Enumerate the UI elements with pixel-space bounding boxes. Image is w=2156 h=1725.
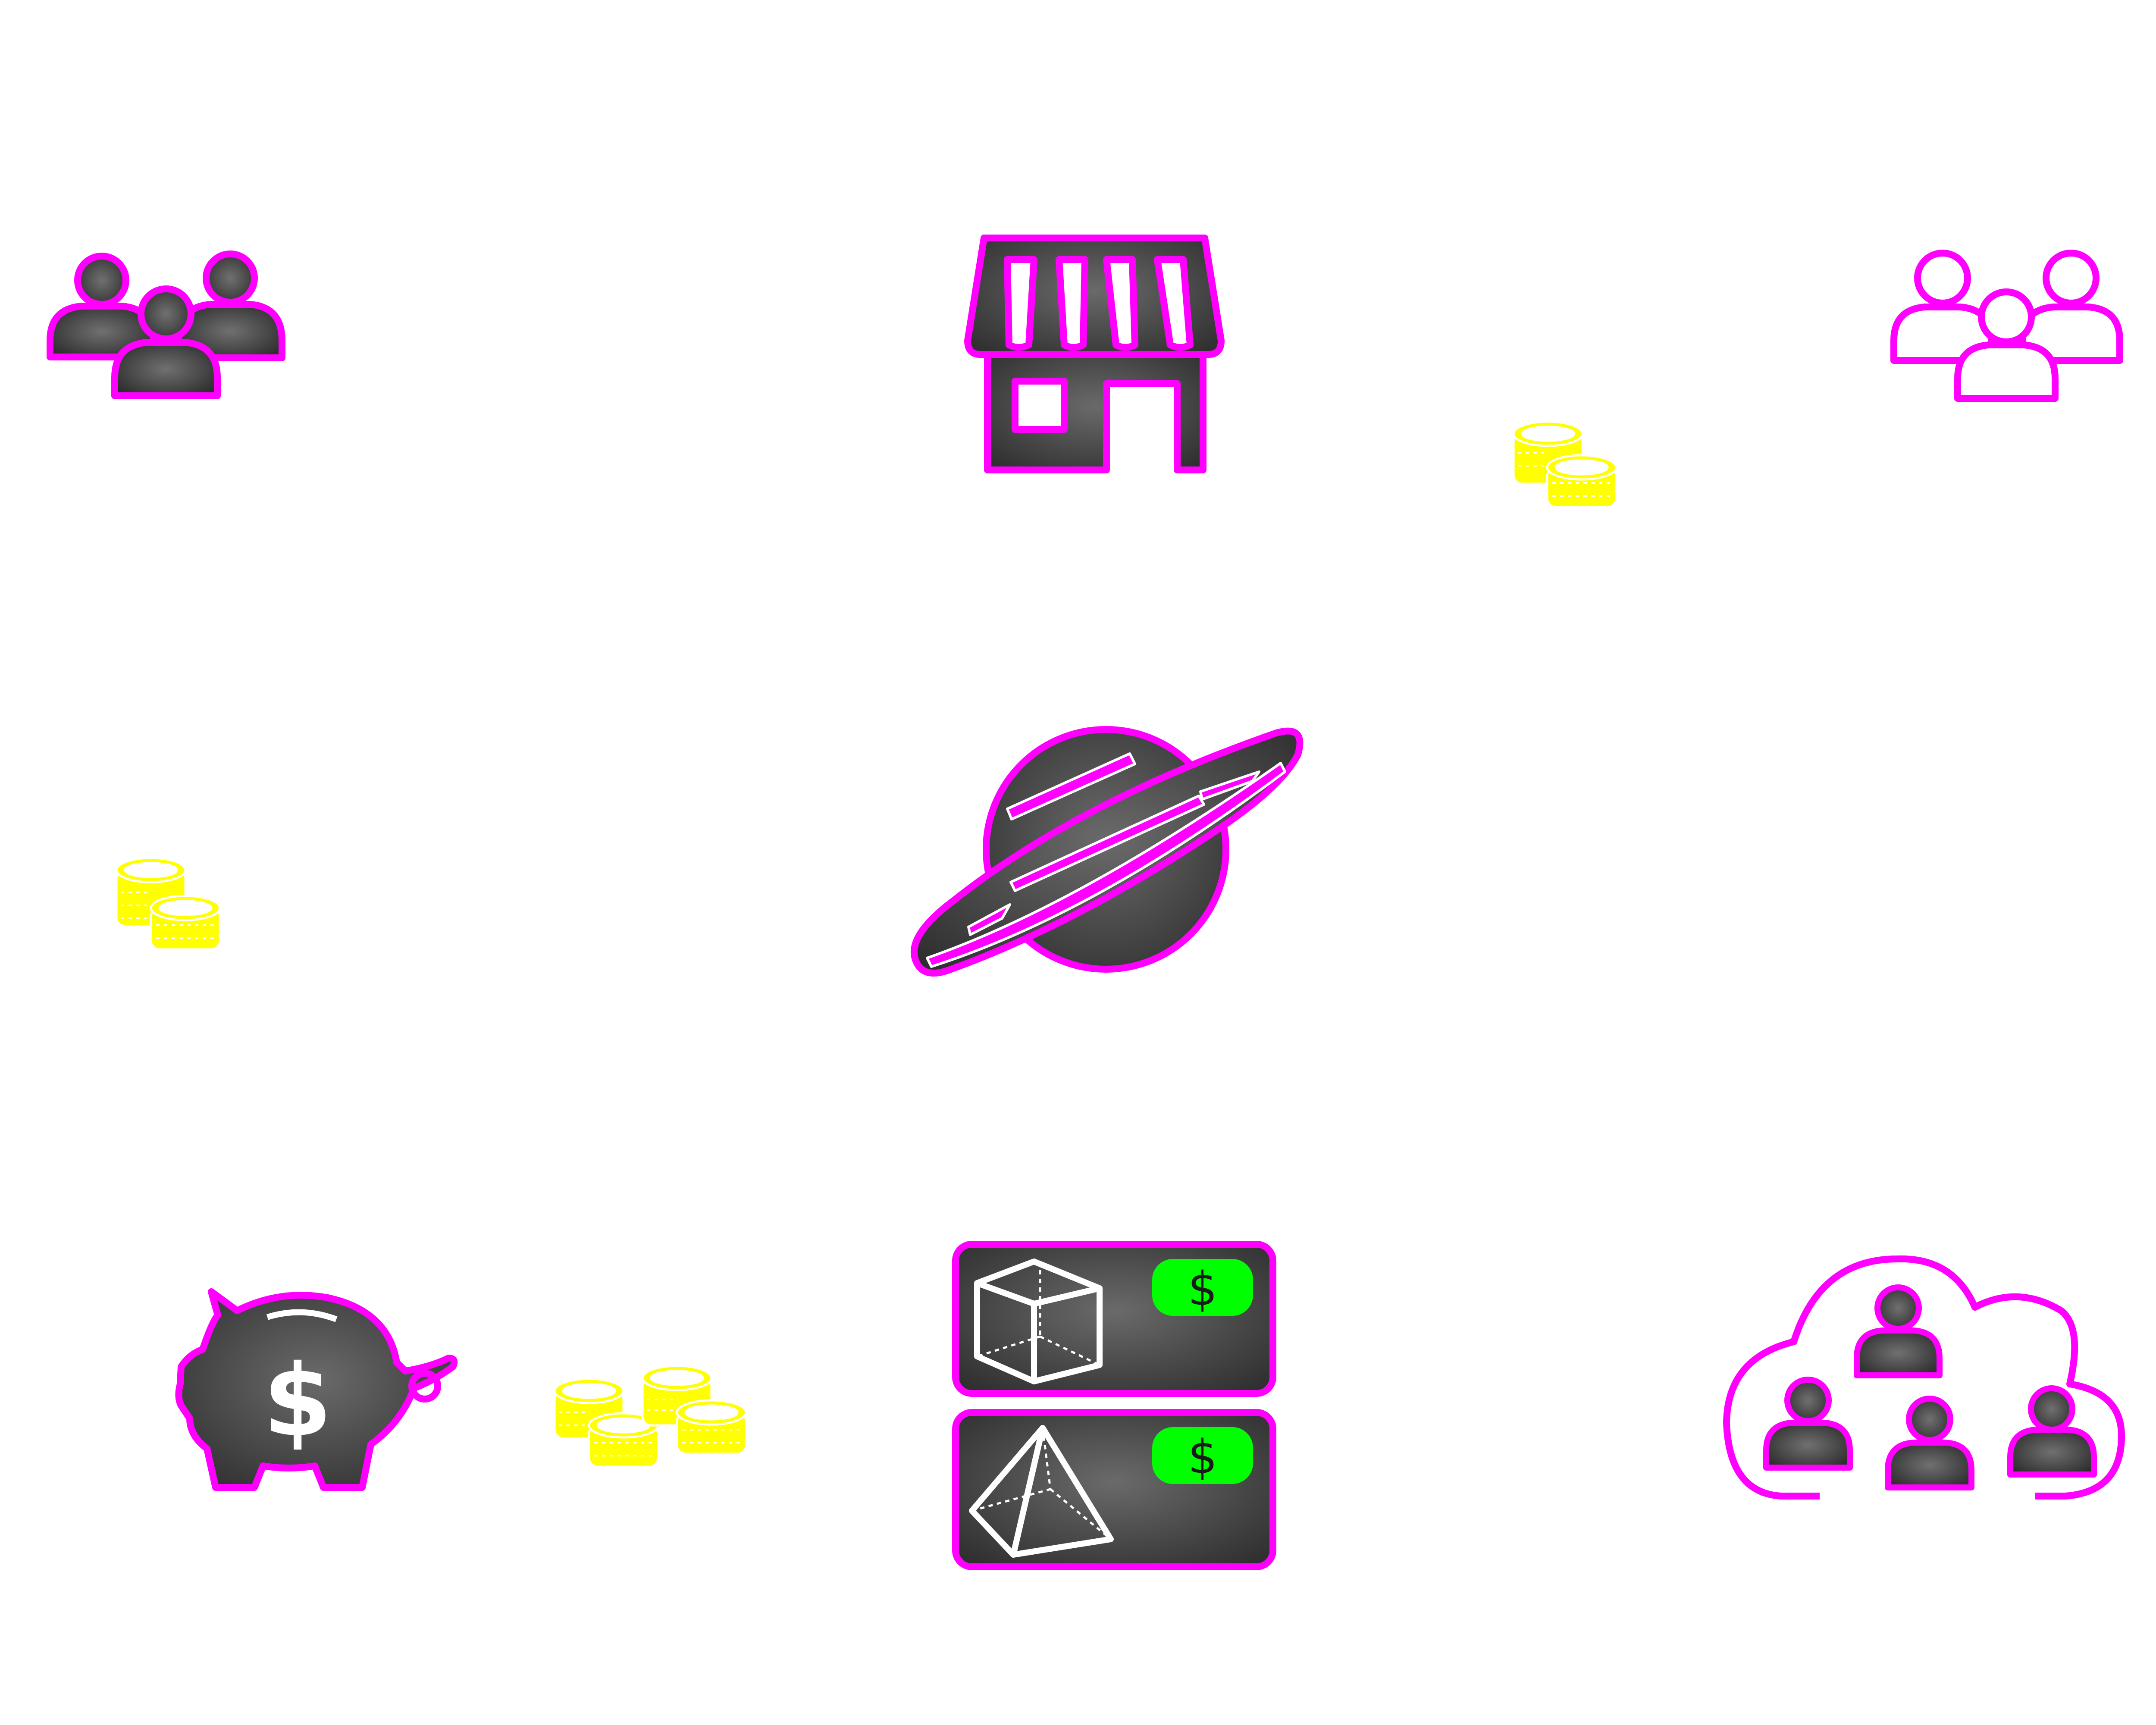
price-symbol: $: [1188, 1262, 1218, 1316]
cloud-users-icon: [1723, 1255, 2125, 1500]
users-group-icon: [47, 250, 285, 399]
piggy-bank-symbol: $: [263, 1344, 332, 1459]
price-symbol: $: [1188, 1431, 1218, 1484]
coins-icon: [1512, 420, 1617, 508]
planet-icon: [911, 726, 1304, 977]
price-tag: $: [1152, 1259, 1253, 1316]
coins-icon: [553, 1365, 747, 1468]
pyramid-icon: [969, 1425, 1114, 1558]
product-card-pyramid: $: [952, 1409, 1276, 1570]
storefront-icon: [964, 235, 1225, 473]
price-tag: $: [1152, 1427, 1253, 1484]
cube-icon: [974, 1259, 1103, 1384]
coins-icon: [115, 857, 221, 951]
piggy-bank-icon: $: [175, 1288, 458, 1491]
users-group-icon: [1890, 250, 2123, 402]
product-card-cube: $: [952, 1241, 1276, 1397]
